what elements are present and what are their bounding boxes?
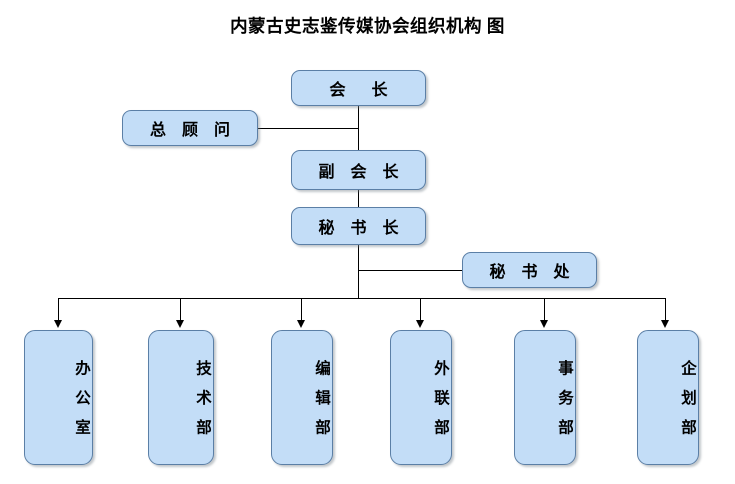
arrowhead-affairs-dept <box>540 320 548 328</box>
node-editorial-dept[interactable]: 编辑部 <box>271 330 333 465</box>
node-planning-dept[interactable]: 企划部 <box>637 330 699 465</box>
connector-president-to-vice-president <box>358 105 359 150</box>
connector-drop-liaison-dept <box>420 298 421 322</box>
node-affairs-dept[interactable]: 事务部 <box>514 330 576 465</box>
connector-drop-office <box>58 298 59 322</box>
node-secretariat[interactable]: 秘 书 处 <box>462 252 597 288</box>
connector-vice-president-to-secretary-general <box>358 190 359 211</box>
node-chief-advisor[interactable]: 总 顾 问 <box>122 110 258 146</box>
page-title: 内蒙古史志鉴传媒协会组织机构 图 <box>230 16 505 36</box>
arrowhead-planning-dept <box>661 320 669 328</box>
arrowhead-office <box>54 320 62 328</box>
node-vice-president[interactable]: 副 会 长 <box>291 150 426 190</box>
connector-drop-technology-dept <box>180 298 181 322</box>
connector-drop-planning-dept <box>665 298 666 322</box>
arrowhead-technology-dept <box>176 320 184 328</box>
node-secretary-general[interactable]: 秘 书 长 <box>291 207 426 245</box>
connector-department-bus-bar <box>58 298 666 299</box>
connector-trunk-to-secretariat <box>358 270 463 271</box>
node-liaison-dept[interactable]: 外联部 <box>390 330 452 465</box>
arrowhead-editorial-dept <box>297 320 305 328</box>
node-technology-dept[interactable]: 技术部 <box>148 330 214 465</box>
connector-secretary-general-to-bus <box>358 245 359 299</box>
connector-drop-editorial-dept <box>301 298 302 322</box>
node-office[interactable]: 办公室 <box>24 330 93 465</box>
connector-drop-affairs-dept <box>544 298 545 322</box>
arrowhead-liaison-dept <box>416 320 424 328</box>
connector-advisor-to-trunk <box>257 128 358 129</box>
node-president[interactable]: 会 长 <box>291 70 426 106</box>
